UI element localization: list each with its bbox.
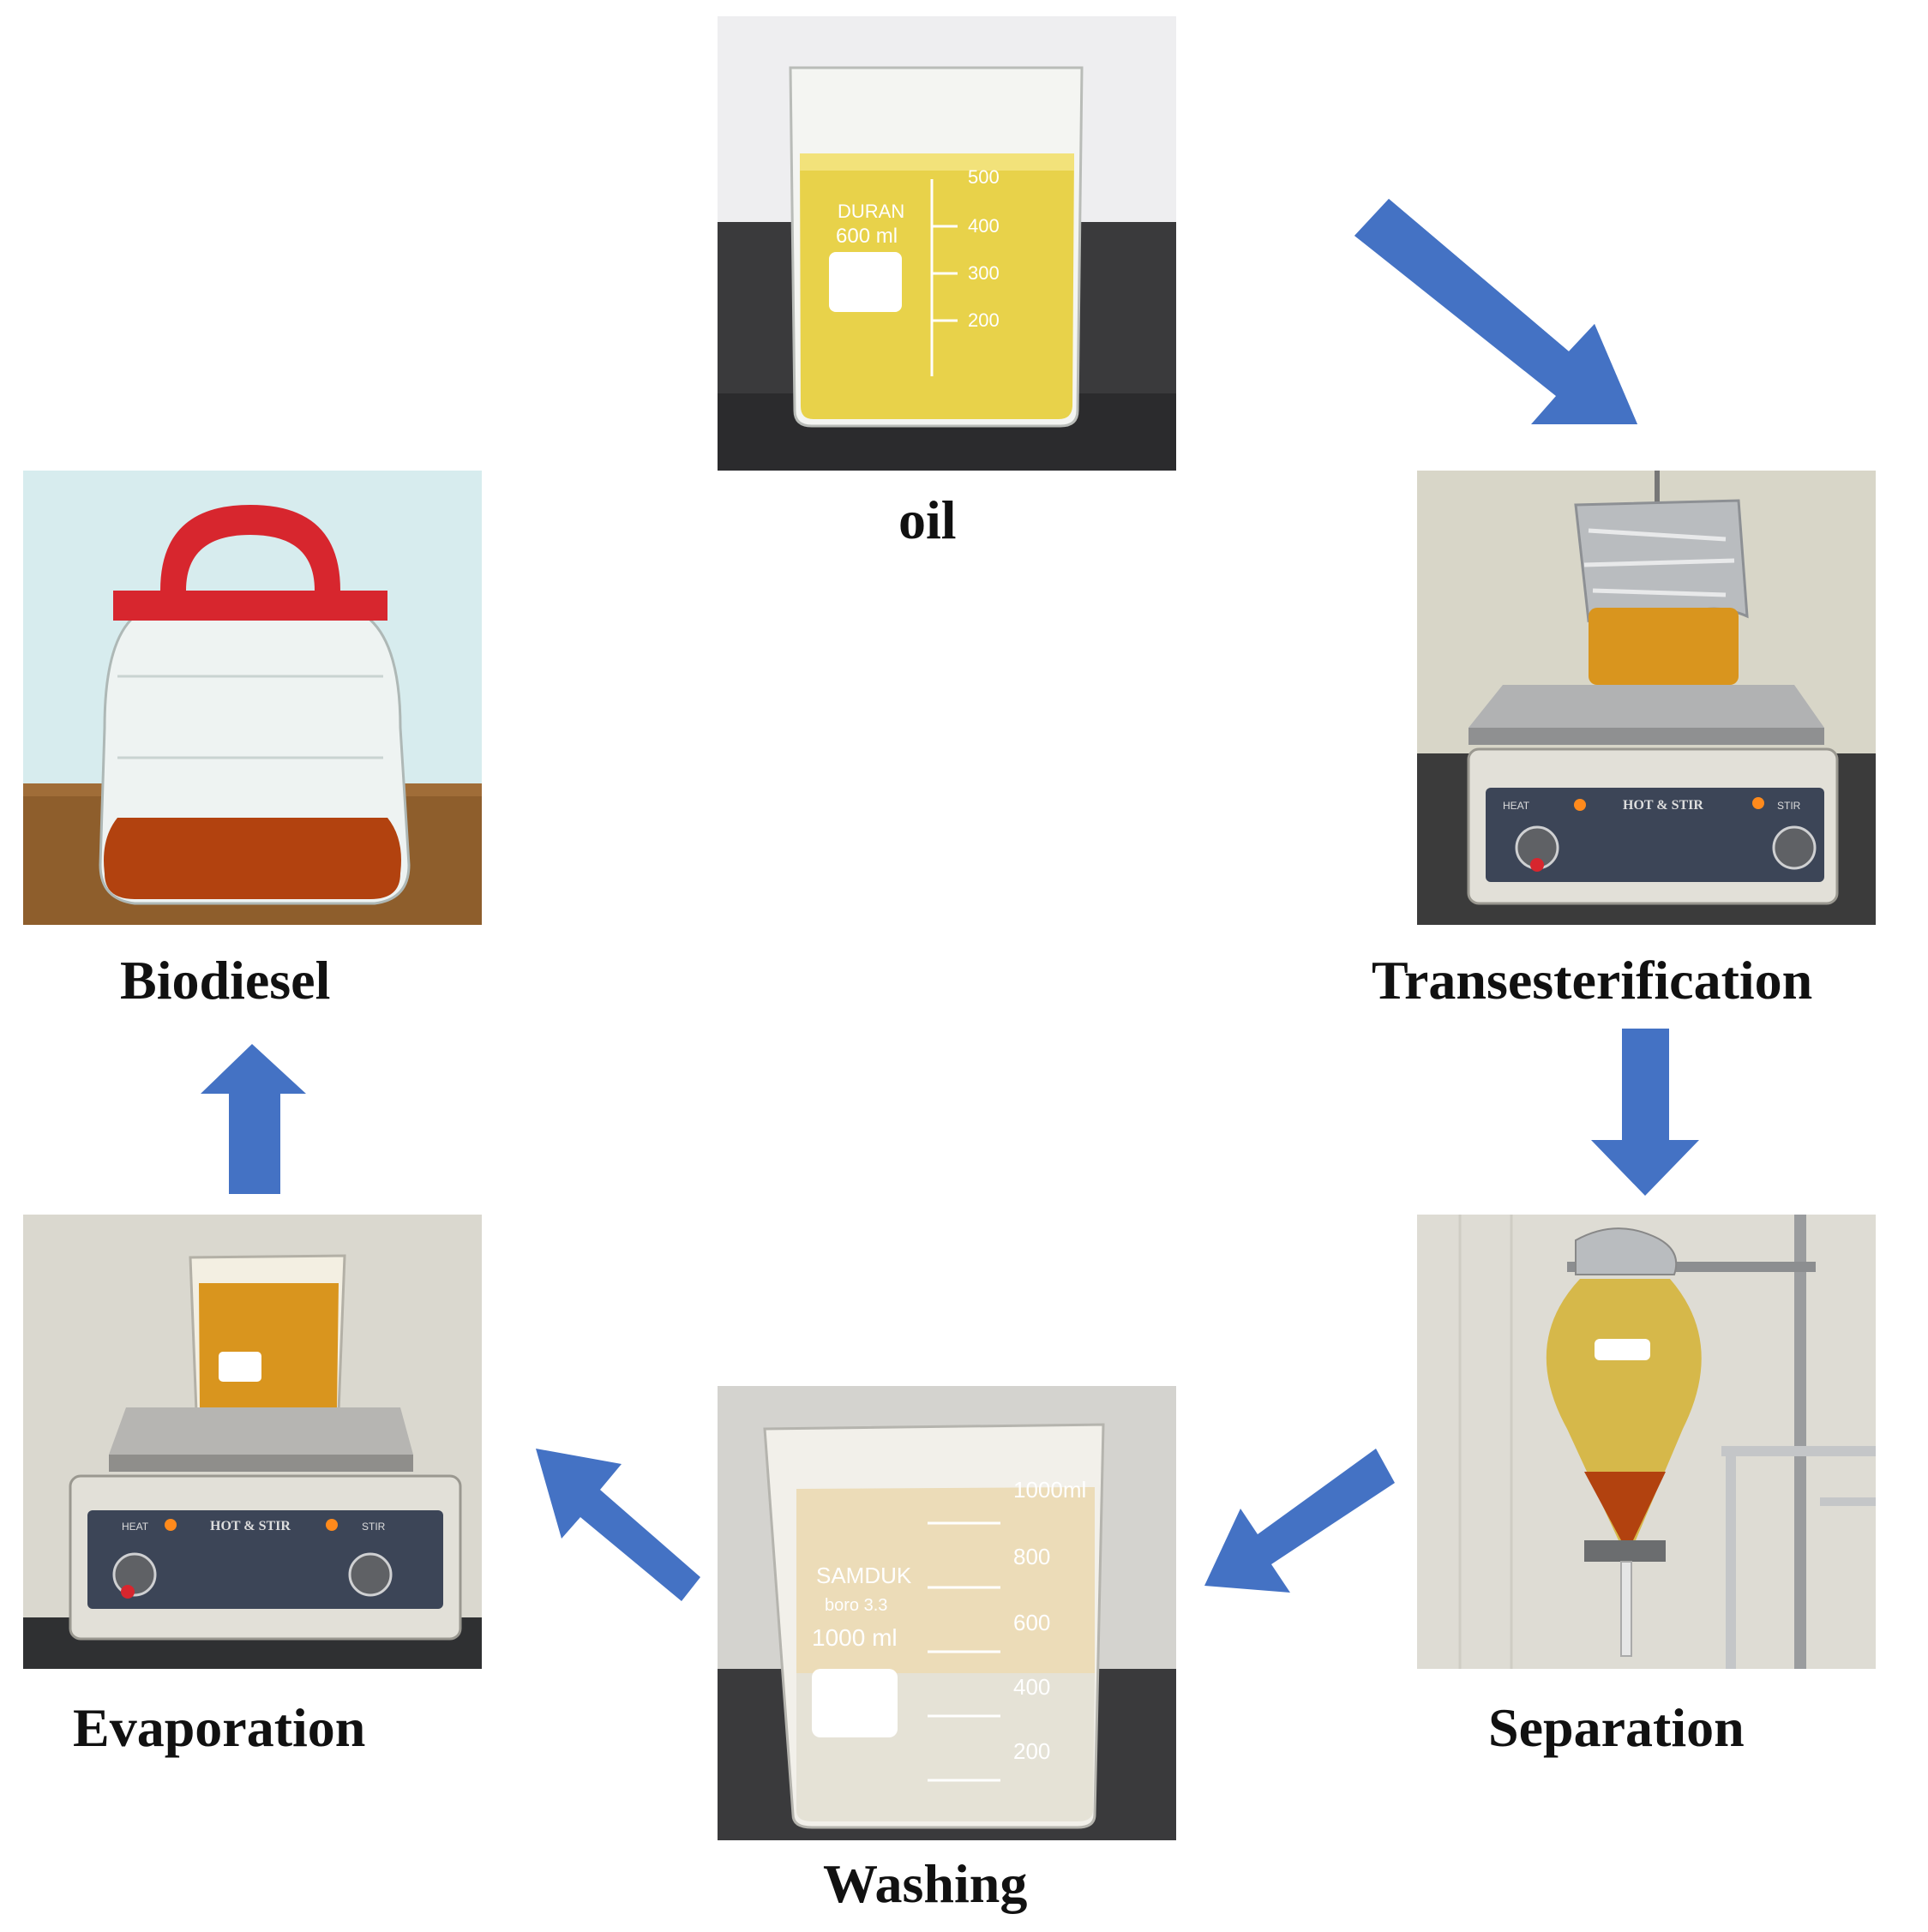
trans-heat-label: HEAT [1503,800,1530,812]
label-separation: Separation [1488,1697,1745,1758]
washing-beaker-volume: 1000 ml [812,1624,898,1651]
separation-photo [1417,1215,1876,1669]
washing-mark-1000: 1000ml [1013,1477,1086,1503]
washing-photo: SAMDUK boro 3.3 1000 ml 1000ml 800 600 4… [718,1386,1176,1840]
biodiesel-jar-image [23,471,482,925]
oil-photo: DURAN 600 ml 500 400 300 200 [718,16,1176,471]
arrow-evaporation-to-biodiesel [201,1044,306,1194]
evaporation-hotplate-image: HEAT STIR HOT & STIR [23,1215,482,1669]
label-evaporation: Evaporation [73,1697,366,1758]
trans-device-name: HOT & STIR [1623,798,1703,813]
block-arrow-icon [536,1449,700,1601]
washing-mark-800: 800 [1013,1544,1050,1569]
washing-beaker-brand: SAMDUK [816,1563,912,1588]
evaporation-photo: HEAT STIR HOT & STIR [23,1215,482,1669]
label-oil: oil [898,489,957,550]
oil-beaker-image: DURAN 600 ml 500 400 300 200 [718,16,1176,471]
evap-heat-label: HEAT [122,1521,149,1533]
arrow-transesterification-to-separation [1591,1029,1699,1196]
washing-mark-200: 200 [1013,1738,1050,1764]
oil-mark-300: 300 [968,262,1000,284]
washing-mark-400: 400 [1013,1674,1050,1700]
arrow-oil-to-transesterification [1354,199,1637,424]
block-arrow-icon [1204,1449,1395,1593]
washing-beaker-image: SAMDUK boro 3.3 1000 ml 1000ml 800 600 4… [718,1386,1176,1840]
oil-mark-400: 400 [968,215,1000,237]
block-arrow-icon [1591,1029,1699,1196]
oil-beaker-brand: DURAN [838,201,904,222]
label-washing: Washing [823,1853,1028,1914]
oil-mark-200: 200 [968,309,1000,331]
evap-stir-label: STIR [362,1521,386,1533]
arrow-washing-to-evaporation [536,1449,700,1601]
oil-mark-500: 500 [968,166,1000,188]
label-transesterification: Transesterification [1372,950,1813,1011]
hotplate-stirrer-image: HEAT STIR HOT & STIR [1417,471,1876,925]
arrow-separation-to-washing [1204,1449,1395,1593]
evap-device-name: HOT & STIR [210,1519,291,1533]
washing-beaker-sub: boro 3.3 [825,1596,887,1615]
trans-stir-label: STIR [1777,800,1801,812]
block-arrow-icon [201,1044,306,1194]
oil-beaker-volume: 600 ml [836,225,898,248]
label-biodiesel: Biodiesel [120,950,331,1011]
washing-mark-600: 600 [1013,1610,1050,1635]
biodiesel-photo [23,471,482,925]
transesterification-photo: HEAT STIR HOT & STIR [1417,471,1876,925]
separatory-funnel-image [1417,1215,1876,1669]
